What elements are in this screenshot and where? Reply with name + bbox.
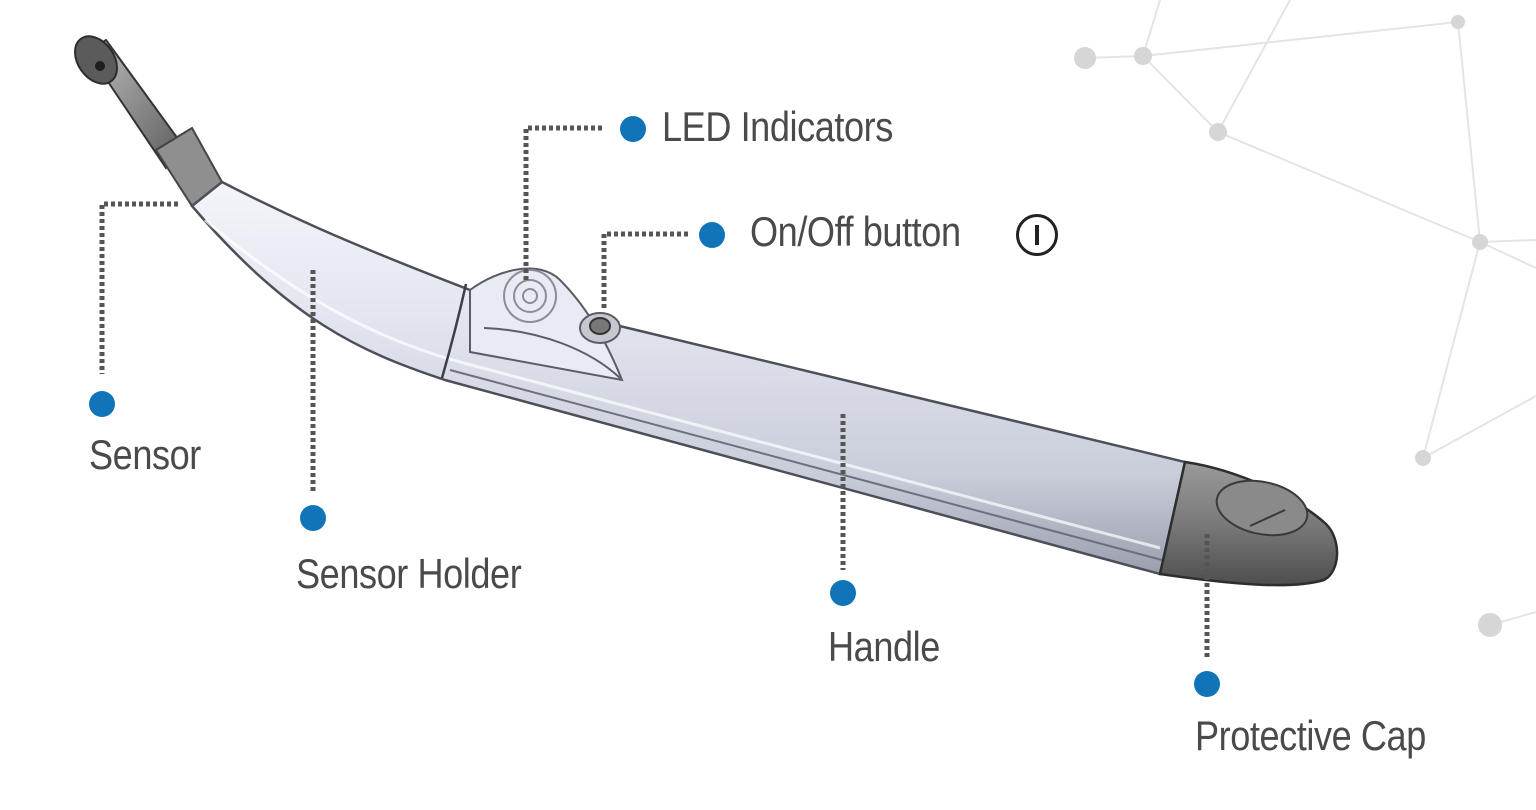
led-indicators-label: LED Indicators — [662, 103, 893, 150]
leader-line-on-off-button — [601, 231, 688, 308]
leader-line-led-indicators — [523, 125, 605, 280]
network-nodes — [1074, 15, 1502, 637]
on-off-button-dot — [699, 222, 725, 248]
sensor-device-illustration — [74, 35, 1339, 587]
sensor-label: Sensor — [89, 431, 201, 478]
sensor-dot — [89, 391, 115, 417]
handle-label: Handle — [828, 623, 940, 670]
led-indicator-panel — [469, 267, 624, 382]
leader-lines — [99, 125, 1210, 660]
sensor-holder-label: Sensor Holder — [296, 550, 522, 597]
protective-cap-dot — [1194, 671, 1220, 697]
protective-cap-shape — [1158, 460, 1339, 587]
led-indicators-dot — [620, 116, 646, 142]
on-off-button-label: On/Off button — [750, 208, 961, 255]
callout-dots — [89, 116, 1220, 697]
sensor-tip — [74, 35, 224, 208]
leader-line-sensor — [99, 201, 178, 374]
power-symbol-icon — [1016, 214, 1058, 256]
sensor-holder-dot — [300, 505, 326, 531]
protective-cap-label: Protective Cap — [1195, 712, 1426, 759]
handle-dot — [830, 580, 856, 606]
power-button-knob — [579, 312, 621, 344]
